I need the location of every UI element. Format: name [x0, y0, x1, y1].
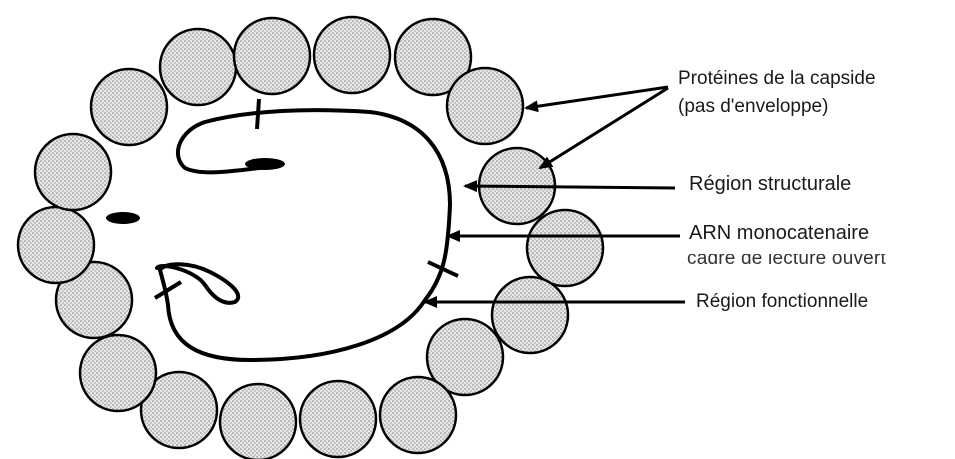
label-open-reading-frame: cadre de lecture ouvert	[687, 248, 886, 269]
capsomer	[139, 370, 219, 450]
leader-lines	[423, 85, 685, 308]
capsomer	[490, 275, 570, 355]
capsomer	[89, 67, 169, 147]
rna-tick-right	[427, 260, 459, 278]
rna-3prime-tail	[106, 212, 140, 224]
arrow-structural	[463, 180, 676, 193]
capsomer	[312, 15, 392, 95]
label-structural-region: Région structurale	[689, 173, 852, 195]
label-capsid-proteins: Protéines de la capside	[678, 68, 876, 89]
capsomer	[525, 208, 605, 288]
capsomer	[158, 27, 238, 107]
capsomer	[16, 205, 96, 285]
capsomer	[378, 375, 458, 455]
capsomer	[232, 16, 312, 96]
rna-tick-top	[255, 98, 261, 130]
label-no-envelope: (pas d'enveloppe)	[678, 96, 829, 117]
capsomer	[33, 132, 113, 212]
capsid-protein-ring	[16, 15, 605, 459]
rna-strand	[155, 108, 452, 362]
capsomer	[425, 317, 505, 397]
rna-5prime-cap	[245, 158, 285, 170]
capsomer	[218, 382, 298, 459]
arrow-capsid-1	[524, 85, 669, 113]
capsomer	[393, 17, 473, 97]
label-functional-region: Région fonctionnelle	[696, 291, 869, 312]
capsomer	[54, 260, 134, 340]
arrow-capsid-2	[538, 86, 669, 170]
rna-tick-left	[153, 280, 183, 300]
capsomer	[298, 379, 378, 459]
label-ssrna: ARN monocatenaire	[689, 222, 870, 244]
capsomer	[78, 333, 158, 413]
capsomer	[445, 66, 525, 146]
